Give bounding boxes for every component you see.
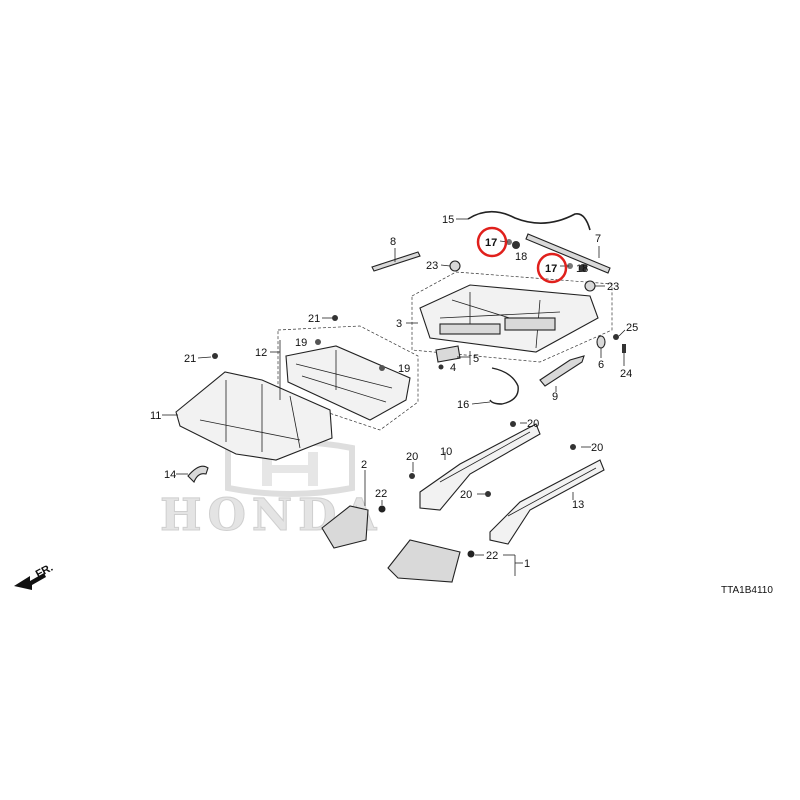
highlight-circle-17b [536,252,568,284]
part-8-strip[interactable] [371,251,421,272]
callout-1: 1 [524,558,530,570]
callout-11: 11 [150,410,161,422]
part-3-seat-frame[interactable] [419,284,599,353]
part-16-cable[interactable] [489,367,519,405]
callout-18b: 18 [576,263,588,275]
part-22-clip-a[interactable] [378,505,386,513]
part-17-bushing-a[interactable] [506,239,512,245]
part-21-bolt-a[interactable] [332,315,338,321]
callout-21a: 21 [308,313,320,325]
part-12-cushion-frame[interactable] [285,345,411,421]
callout-16: 16 [457,399,469,411]
callout-5: 5 [473,353,479,365]
diagram-code: TTA1B4110 [721,585,773,596]
part-7-rod[interactable] [525,233,611,274]
part-12-frame-box [277,325,419,431]
part-4-bolt[interactable] [438,364,444,370]
callout-19b: 19 [398,363,410,375]
part-10-left-rail[interactable] [419,423,541,511]
callout-10: 10 [440,446,452,458]
callout-15: 15 [442,214,454,226]
front-label: FR. [34,562,55,581]
callout-8: 8 [390,236,396,248]
part-15-cable[interactable] [467,210,591,231]
part-19-clip-a[interactable] [315,339,321,345]
part-21-bolt-b[interactable] [212,353,218,359]
callout-19a: 19 [295,337,307,349]
callout-22b: 22 [486,550,498,562]
part-6-cap[interactable] [596,335,606,349]
front-arrow-icon [14,573,46,590]
part-20-bolt-d[interactable] [570,444,576,450]
part-14-hook[interactable] [187,465,209,483]
part-20-bolt-a[interactable] [510,421,516,427]
highlight-circle-17a [476,226,508,258]
callout-3: 3 [396,318,402,330]
part-5-bracket[interactable] [435,345,461,363]
callout-12: 12 [255,347,267,359]
callout-17b[interactable]: 17 [545,263,557,275]
part-18-washer-a[interactable] [512,241,520,249]
part-2-cover[interactable] [321,505,369,549]
callout-13: 13 [572,499,584,511]
callout-25: 25 [626,322,638,334]
callout-6: 6 [598,359,604,371]
part-9-lever[interactable] [539,355,585,387]
part-22-clip-b[interactable] [467,550,475,558]
callout-24: 24 [620,368,632,380]
part-24-pin[interactable] [622,344,626,353]
part-3-frame-box [411,271,613,363]
callout-14: 14 [164,469,176,481]
callout-23a: 23 [426,260,438,272]
part-17-bushing-b[interactable] [567,263,573,269]
callout-18a: 18 [515,251,527,263]
callout-20c: 20 [460,489,472,501]
callout-7: 7 [595,233,601,245]
front-direction-indicator: FR. [14,562,55,590]
part-13-right-rail[interactable] [489,459,605,545]
callout-9: 9 [552,391,558,403]
part-18-washer-b[interactable] [579,264,587,272]
part-23-nut-b[interactable] [584,280,596,292]
callout-21b: 21 [184,353,196,365]
part-20-bolt-b[interactable] [409,473,415,479]
part-19-clip-b[interactable] [379,365,385,371]
callout-4: 4 [450,362,456,374]
callout-22a: 22 [375,488,387,500]
callout-17a[interactable]: 17 [485,237,497,249]
part-20-bolt-c[interactable] [485,491,491,497]
callout-20a: 20 [527,418,539,430]
callout-2: 2 [361,459,367,471]
part-1-cover[interactable] [387,539,461,583]
callout-20b: 20 [406,451,418,463]
leader-lines [162,218,626,576]
part-11-seat-cushion[interactable] [175,371,333,461]
callout-labels: 15 8 17 18 7 17 18 23 23 3 5 4 25 6 24 9… [150,214,638,570]
callout-20d: 20 [591,442,603,454]
part-25-clip[interactable] [613,334,619,340]
part-23-nut-a[interactable] [449,260,461,272]
callout-23b: 23 [607,281,619,293]
